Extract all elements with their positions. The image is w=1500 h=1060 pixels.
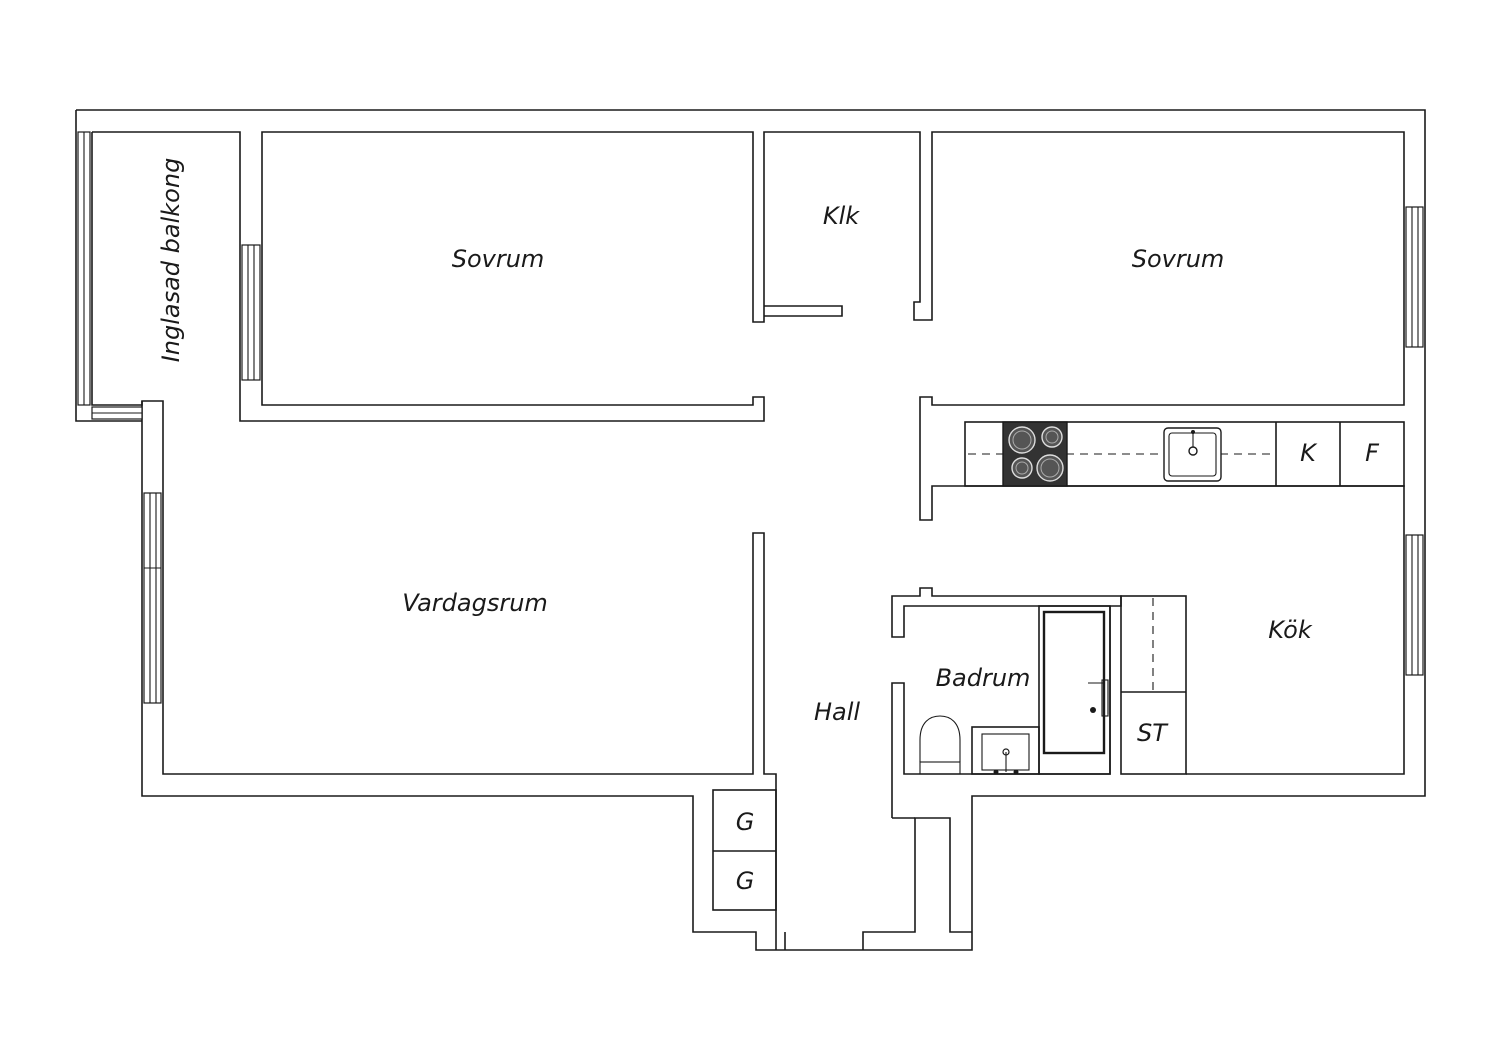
washbasin-icon: [971, 726, 1040, 775]
toilet-icon: [919, 715, 961, 775]
wardrobes: [712, 789, 777, 911]
room-label-bedroom-left: Sovrum: [452, 245, 545, 273]
fixture-label-storage: ST: [1137, 719, 1169, 747]
room-label-closet: Klk: [823, 202, 860, 230]
room-label-bedroom-right: Sovrum: [1132, 245, 1225, 273]
fixture-label-wardrobe-1: G: [736, 808, 755, 836]
kitchen-counter: [964, 421, 1405, 487]
room-label-bathroom: Badrum: [936, 664, 1031, 692]
room-label-hall: Hall: [814, 698, 860, 726]
outer-walls: [75, 109, 1426, 951]
kitchen-storage: [1120, 595, 1187, 775]
room-label-kitchen: Kök: [1268, 616, 1313, 644]
bathtub-icon: [1038, 605, 1111, 775]
room-label-balcony: Inglasad balkong: [157, 158, 185, 363]
kitchen-sink-icon: [1163, 427, 1222, 482]
stove-icon: [1002, 421, 1068, 487]
fixture-label-freezer: F: [1365, 439, 1380, 467]
fixture-label-fridge: K: [1300, 439, 1318, 467]
fixture-label-wardrobe-2: G: [736, 867, 755, 895]
room-label-living-room: Vardagsrum: [402, 589, 548, 617]
windows: [77, 131, 1424, 704]
